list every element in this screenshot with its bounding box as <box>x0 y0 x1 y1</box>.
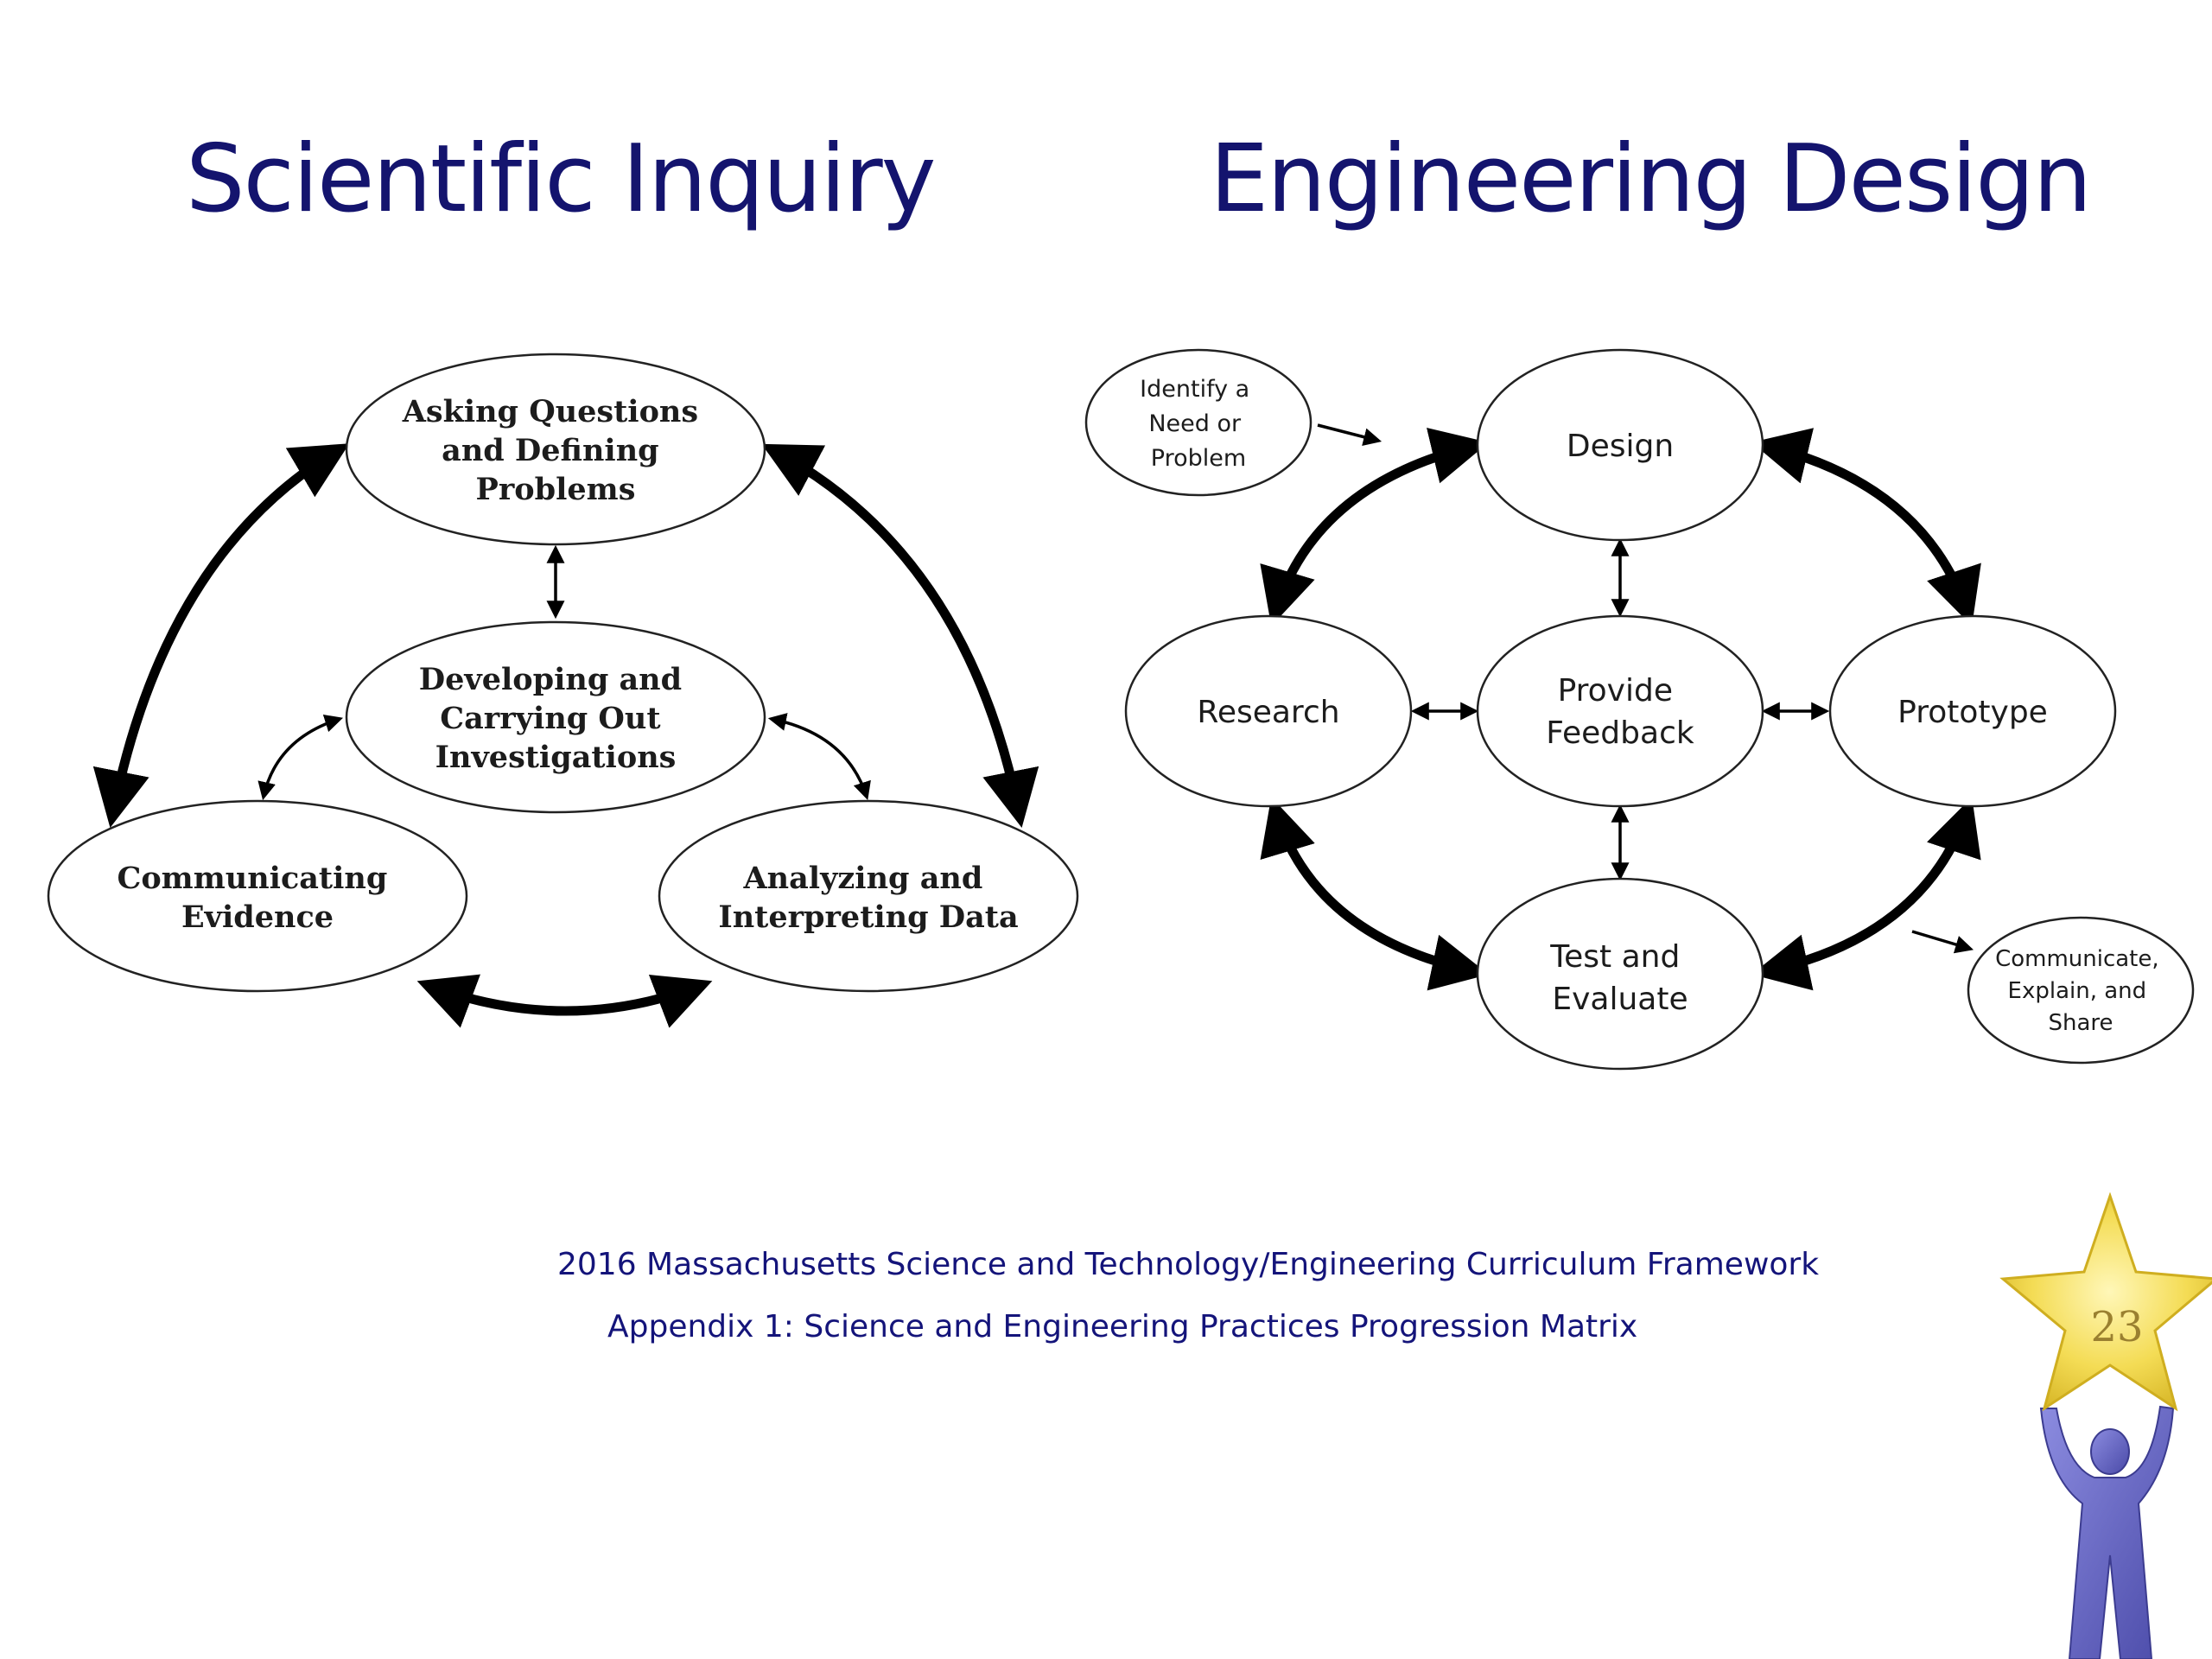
svg-text:Asking Questions and D: Asking Questions and Defining Problems <box>402 394 709 507</box>
node-label-line: Explain, and <box>2008 978 2147 1004</box>
node-identify-need: Identify a Need or Problem <box>1084 348 1313 497</box>
node-label-line: Investigations <box>435 740 677 775</box>
node-label-line: Evidence <box>181 899 334 935</box>
node-test-evaluate: Test and Evaluate <box>1476 877 1764 1071</box>
star-mascot: 23 <box>1999 1192 2212 1659</box>
node-label-line: Developing and <box>419 662 682 697</box>
link-arrow-developing-communicating <box>257 715 344 801</box>
page-number: 23 <box>2090 1303 2143 1351</box>
node-label-line: Problems <box>476 472 636 507</box>
svg-text:Developing and Carryin: Developing and Carrying Out Investigatio… <box>419 662 693 775</box>
footer-appendix: Appendix 1: Science and Engineering Prac… <box>607 1309 1638 1344</box>
cycle-arrow-design-research <box>1260 428 1489 626</box>
node-label-line: Asking Questions <box>402 394 698 429</box>
svg-text:Communicate, Explain,: Communicate, Explain, and Share <box>1995 946 2166 1036</box>
cycle-arrow-design-prototype <box>1751 428 1981 626</box>
node-label-line: Communicate, <box>1995 946 2159 972</box>
node-research: Research <box>1124 614 1413 808</box>
node-label-line: Interpreting Data <box>718 899 1018 935</box>
svg-text:Test and Evaluate: Test and Evaluate <box>1549 939 1690 1017</box>
node-label-line: and Defining <box>442 433 659 468</box>
exit-arrow-test-communicate <box>1911 930 1974 954</box>
entry-arrow-identify-design <box>1317 423 1382 446</box>
cycle-arrow-prototype-test <box>1751 797 1981 991</box>
node-provide-feedback: Provide Feedback <box>1476 614 1764 808</box>
footer-citation: 2016 Massachusetts Science and Technolog… <box>557 1247 1820 1282</box>
node-label-line: Need or <box>1148 410 1242 437</box>
person-figure-icon <box>2039 1405 2175 1659</box>
svg-text:Communicating Evidence: Communicating Evidence <box>117 861 397 935</box>
node-asking-questions: Asking Questions and Defining Problems <box>345 353 766 546</box>
node-label-line: Evaluate <box>1552 982 1688 1017</box>
node-label-line: Problem <box>1151 445 1246 472</box>
node-prototype: Prototype <box>1828 614 2117 808</box>
node-communicate-share: Communicate, Explain, and Share <box>1967 916 2195 1065</box>
node-label-line: Research <box>1197 695 1339 730</box>
node-label-line: Communicating <box>117 861 387 896</box>
cycle-arrow-asking-communicating <box>92 443 350 828</box>
cycle-arrow-asking-analyzing <box>761 443 1039 828</box>
engineering-design-title: Engineering Design <box>1210 125 2092 233</box>
engineering-design-diagram: Identify a Need or Problem Design Resear… <box>1084 348 2195 1071</box>
node-analyzing-data: Analyzing and Interpreting Data <box>658 799 1079 993</box>
node-label-line: Analyzing and <box>743 861 983 896</box>
node-developing-investigations: Developing and Carrying Out Investigatio… <box>345 620 766 814</box>
node-label-line: Carrying Out <box>440 701 660 736</box>
cycle-arrow-research-test <box>1260 797 1489 991</box>
node-label-line: Provide <box>1558 673 1673 709</box>
node-label-line: Prototype <box>1897 695 2048 730</box>
node-communicating-evidence: Communicating Evidence <box>47 799 468 993</box>
link-arrow-developing-analyzing <box>767 713 871 801</box>
cycle-arrow-communicating-analyzing <box>416 974 713 1028</box>
node-design: Design <box>1476 348 1764 542</box>
scientific-inquiry-title: Scientific Inquiry <box>186 125 937 233</box>
node-label-line: Feedback <box>1546 715 1694 751</box>
node-label-line: Test and <box>1549 939 1680 975</box>
svg-text:Design: Design <box>1567 429 1674 464</box>
svg-text:Prototype: Prototype <box>1897 695 2048 730</box>
star-icon <box>1999 1192 2212 1412</box>
svg-text:Analyzing and Interpre: Analyzing and Interpreting Data <box>718 861 1018 935</box>
node-label-line: Share <box>2048 1010 2113 1036</box>
scientific-inquiry-diagram: Asking Questions and Defining Problems D… <box>47 353 1079 1028</box>
svg-text:Identify a Need or: Identify a Need or Problem <box>1140 376 1257 472</box>
svg-text:Research: Research <box>1197 695 1339 730</box>
node-label-line: Identify a <box>1140 376 1249 403</box>
node-label-line: Design <box>1567 429 1674 464</box>
svg-text:Provide Feedback: Provide Feedback <box>1546 673 1694 751</box>
